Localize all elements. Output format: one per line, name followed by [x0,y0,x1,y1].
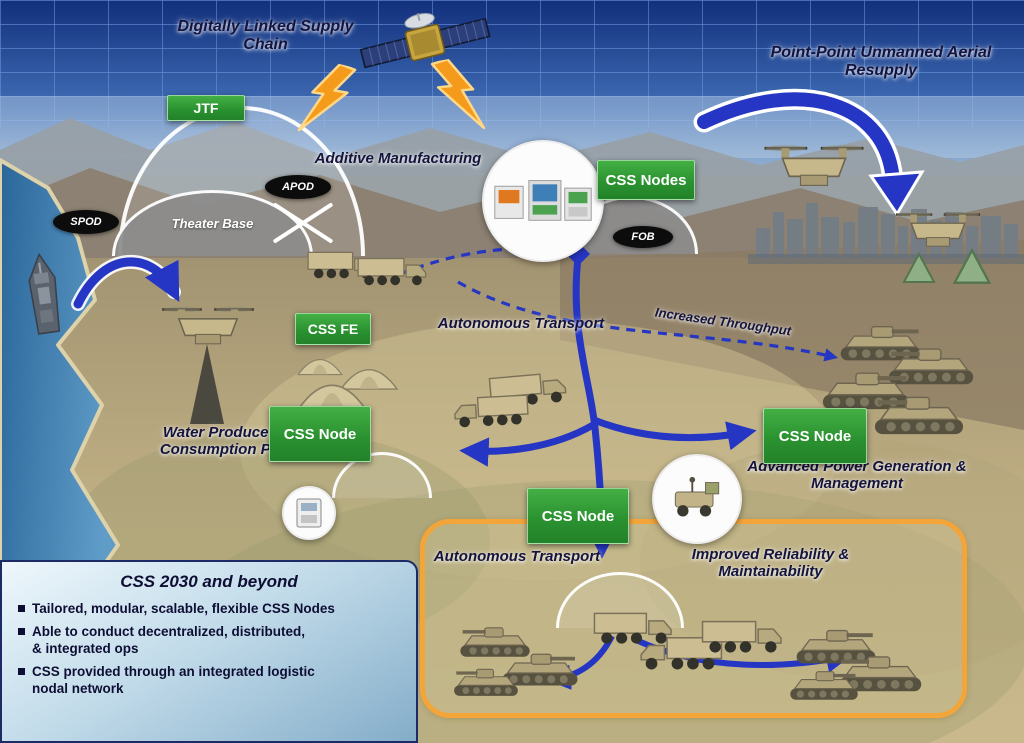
robot-vehicle-circle [652,454,742,544]
port-apod: APOD [265,175,331,199]
node-css-fe: CSS FE [295,313,371,345]
bullet-square-icon [18,667,25,675]
info-box-title: CSS 2030 and beyond [120,572,298,591]
theater-base-label: Theater Base [171,216,254,231]
green-triangle-marker [902,252,936,284]
node-css-nodes: CSS Nodes [597,160,695,200]
label-point-point-unmanned: Point-Point Unmanned Aerial Resupply [770,44,992,80]
tank-icon [452,664,520,698]
truck-icon [700,614,786,657]
info-box: CSS 2030 and beyond Tailored, modular, s… [0,560,418,743]
printer-machines-icon [494,179,592,221]
drone-icon [892,206,984,250]
tank-icon [872,390,966,437]
bullet-square-icon [18,605,25,612]
truck-icon [356,252,430,289]
node-css-node-left: CSS Node [269,406,371,462]
tank-icon [788,666,860,702]
robot-vehicle-icon [674,476,720,518]
info-box-bullet: Able to conduct decentralized, distribut… [16,623,402,658]
bullet-square-icon [18,627,25,635]
drone-icon [760,138,868,190]
additive-manufacturing-circle [482,140,604,262]
navy-ship-icon [10,248,80,344]
label-improved-reliability: Improved Reliability & Maintainability [691,546,850,581]
label-digitally-linked-supply-chain: Digitally Linked Supply Chain [177,18,354,54]
label-autonomous-transport-center: Autonomous Transport [437,315,605,332]
port-fob: FOB [613,226,673,248]
info-box-bullet: CSS provided through an integrated logis… [16,663,402,698]
node-css-node-bottom: CSS Node [527,488,629,544]
label-additive-manufacturing: Additive Manufacturing [314,150,482,167]
equipment-circle [282,486,336,540]
info-box-bullet: Tailored, modular, scalable, flexible CS… [16,600,402,618]
info-box-bullet-list: Tailored, modular, scalable, flexible CS… [16,600,402,698]
truck-icon [449,388,531,432]
node-jtf: JTF [167,95,245,121]
tent-icon [296,352,344,376]
cargo-drone-icon [158,300,258,348]
node-css-node-right: CSS Node [763,408,867,464]
city-skyline [756,203,1018,258]
green-triangle-marker [952,248,992,285]
port-spod: SPOD [53,210,119,234]
tent-icon [296,374,368,410]
water-equipment-icon [296,498,322,528]
label-autonomous-transport-bottom: Autonomous Transport [433,548,601,565]
water-delivery-cone [190,344,224,424]
